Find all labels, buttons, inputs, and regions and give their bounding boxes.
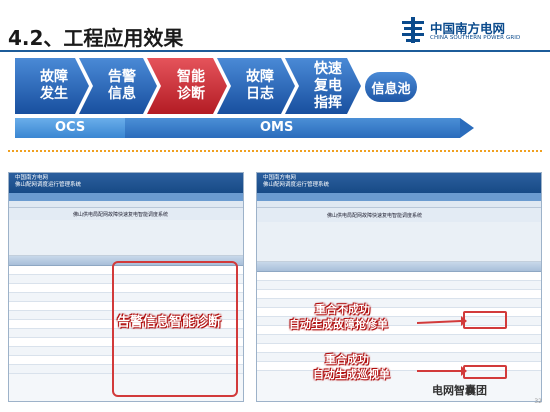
flow-step-4: 故障 日志 [246,69,274,102]
left-highlight-box [112,261,238,397]
left-shot-filters [9,220,243,256]
table-row [9,365,243,374]
right-shot-title-bar: 佛山供电局配网故障快速复电智能调度系统 [257,208,541,222]
table-row [9,329,243,338]
table-row [9,356,243,365]
right-shot-subnav [257,201,541,208]
left-shot-title-bar: 佛山供电局配网故障快速复电智能调度系统 [9,208,243,220]
table-row [257,290,541,299]
table-row [9,311,243,320]
dotted-divider [8,150,542,152]
process-flow: 故障 发生 告警 信息 智能 诊断 故障 日志 快速 复电 指挥 [15,58,445,114]
flow-step-1: 故障 发生 [40,69,68,102]
right-highlight-box-1 [463,311,507,329]
header-divider [0,50,550,52]
table-row [9,266,243,275]
flow-step-5: 快速 复电 指挥 [314,60,342,111]
table-row [9,338,243,347]
system-bar: OCS OMS [15,118,474,138]
left-shot-header: 中国南方电网 佛山配网调度运行管理系统 [9,173,243,193]
right-shot-table-header [257,262,541,272]
callout-arrows [417,316,467,376]
table-row [257,317,541,326]
flow-step-5-shape [285,58,361,114]
callout-fail-line2: 自动生成故障抢修单 [289,318,388,331]
table-row [257,281,541,290]
table-row [9,302,243,311]
right-shot-nav [257,193,541,201]
table-row [257,308,541,317]
callout-fail-line1: 重合不成功 [315,303,370,316]
table-row [9,320,243,329]
table-row [9,293,243,302]
table-row [257,353,541,362]
right-highlight-box-2 [463,365,507,379]
left-shot-subnav [9,201,243,208]
left-screenshot: 中国南方电网 佛山配网调度运行管理系统 佛山供电局配网故障快速复电智能调度系统 … [8,172,244,402]
left-shot-table [9,266,243,374]
table-row [257,272,541,281]
right-screenshot: 中国南方电网 佛山配网调度运行管理系统 佛山供电局配网故障快速复电智能调度系统 … [256,172,542,402]
ocs-label: OCS [55,120,86,135]
table-row [257,326,541,335]
brand-logo: 中国南方电网 CHINA SOUTHERN POWER GRID [400,14,545,50]
page-title: 4.2、工程应用效果 [8,26,184,50]
flow-step-1-shape [15,58,89,114]
page-number: 32 [534,398,542,405]
flow-step-3: 智能 诊断 [177,69,205,102]
watermark: 电网智囊团 [432,384,487,397]
oms-label: OMS [260,120,294,135]
left-callout: 告警信息智能诊断 [117,315,222,330]
table-row [9,347,243,356]
flow-step-3-shape [147,58,227,114]
flow-step-2-shape [79,58,157,114]
logo-cn-text: 中国南方电网 [430,21,506,36]
table-row [257,299,541,308]
csg-logo-icon [402,17,424,43]
callout-success-line1: 重合成功 [325,353,369,366]
bar-arrow-tip [460,118,474,138]
right-shot-table [257,272,541,371]
right-shot-header: 中国南方电网 佛山配网调度运行管理系统 [257,173,541,193]
table-row [257,335,541,344]
logo-en-text: CHINA SOUTHERN POWER GRID [430,35,521,41]
info-pool-badge: 信息池 [365,72,417,102]
table-row [257,362,541,371]
callout-success-line2: 自动生成巡视单 [313,368,390,381]
table-row [257,344,541,353]
flow-chevrons [15,58,361,114]
flow-step-2: 告警 信息 [108,69,136,102]
flow-step-4-shape [217,58,295,114]
left-shot-nav [9,193,243,201]
table-row [9,275,243,284]
right-shot-filters [257,222,541,262]
ocs-segment [15,118,125,138]
table-row [9,284,243,293]
